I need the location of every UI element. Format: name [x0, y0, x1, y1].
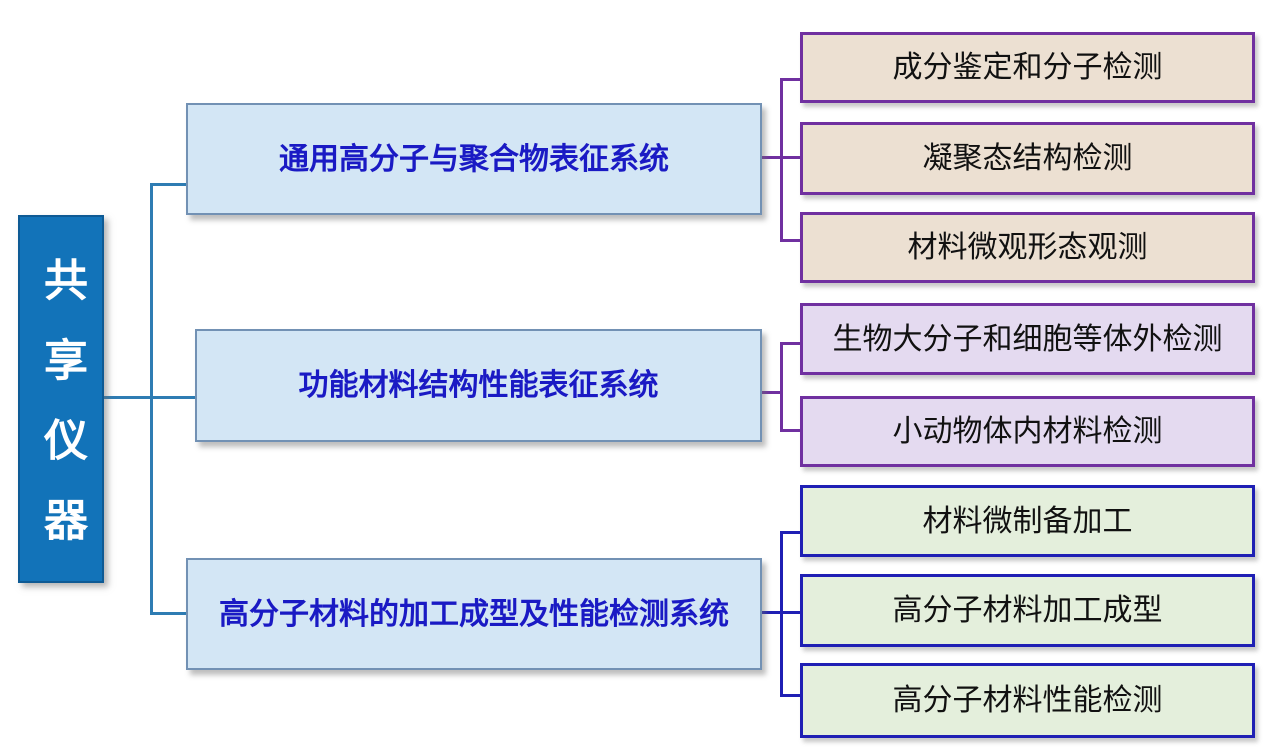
leaf-label-3-3: 高分子材料性能检测: [892, 684, 1163, 717]
leaf-label-2-2: 小动物体内材料检测: [892, 415, 1163, 448]
leaf-node-3-1: 材料微制备加工: [800, 485, 1255, 557]
branch-label-1: 通用高分子与聚合物表征系统: [279, 142, 669, 176]
leaf-label-3-2: 高分子材料加工成型: [892, 594, 1163, 627]
leaf-node-1-1: 成分鉴定和分子检测: [800, 32, 1255, 103]
connector-group3-trunk: [780, 531, 783, 697]
connector-group1-arm3: [780, 239, 803, 242]
branch-node-2: 功能材料结构性能表征系统: [195, 329, 762, 442]
leaf-node-1-2: 凝聚态结构检测: [800, 122, 1255, 195]
connector-group2-arm2: [780, 429, 803, 432]
connector-group3-arm1: [780, 531, 803, 534]
connector-group3-arm3: [780, 694, 803, 697]
leaf-label-1-2: 凝聚态结构检测: [922, 142, 1133, 175]
leaf-label-3-1: 材料微制备加工: [922, 504, 1133, 538]
leaf-node-3-3: 高分子材料性能检测: [800, 663, 1255, 738]
root-node: 共享仪器: [18, 215, 104, 583]
branch-node-1: 通用高分子与聚合物表征系统: [186, 103, 762, 215]
leaf-node-3-2: 高分子材料加工成型: [800, 574, 1255, 647]
connector-branch3-arm: [150, 612, 188, 615]
leaf-node-2-2: 小动物体内材料检测: [800, 396, 1255, 467]
root-label: 共享仪器: [37, 257, 86, 577]
leaf-node-2-1: 生物大分子和细胞等体外检测: [800, 303, 1255, 375]
leaf-node-1-3: 材料微观形态观测: [800, 212, 1255, 283]
connector-branch1-arm: [150, 183, 188, 186]
connector-root-trunk: [150, 183, 153, 615]
connector-group2-trunk: [780, 342, 783, 432]
branch-node-3: 高分子材料的加工成型及性能检测系统: [186, 558, 762, 670]
connector-group1-trunk: [780, 78, 783, 242]
leaf-label-1-1: 成分鉴定和分子检测: [892, 51, 1163, 84]
connector-group2-stem: [762, 391, 783, 394]
leaf-label-2-1: 生物大分子和细胞等体外检测: [832, 322, 1223, 356]
connector-group2-arm1: [780, 342, 803, 345]
connector-group1-arm1: [780, 78, 803, 81]
leaf-label-1-3: 材料微观形态观测: [907, 231, 1148, 264]
branch-label-2: 功能材料结构性能表征系统: [298, 369, 659, 402]
branch-label-3: 高分子材料的加工成型及性能检测系统: [219, 597, 729, 631]
